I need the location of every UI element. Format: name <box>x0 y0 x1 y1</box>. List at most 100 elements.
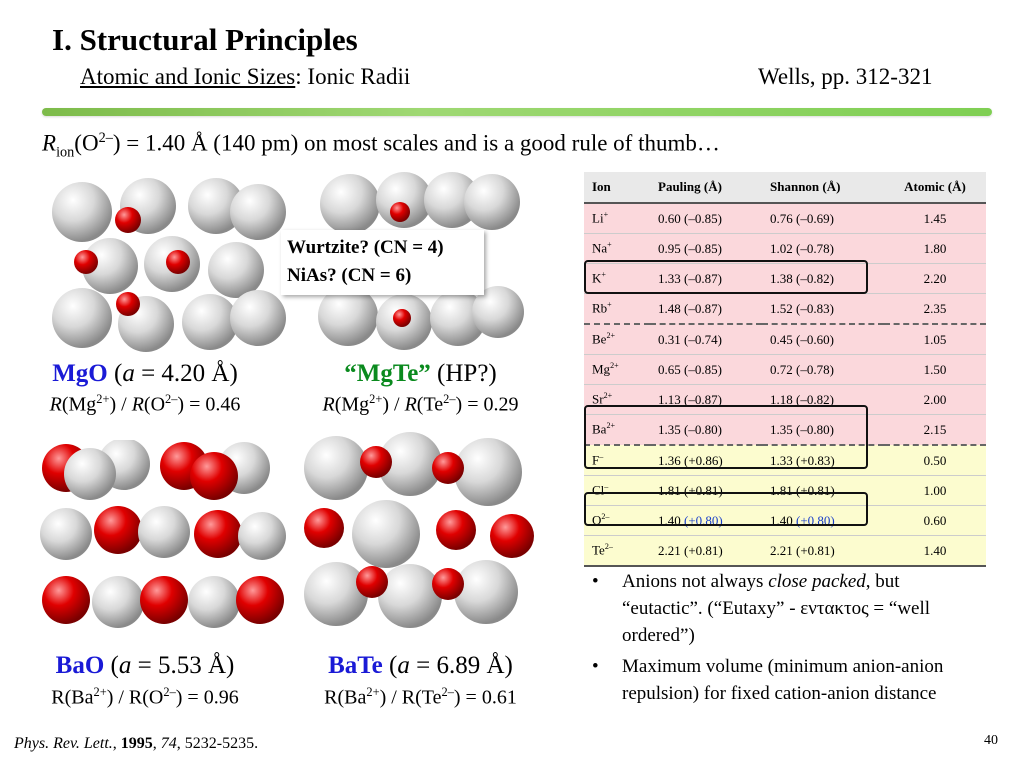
ratio-anion: (O <box>143 393 166 416</box>
atomic-cell: 1.05 <box>884 323 986 355</box>
ratio-cation-charge: 2+ <box>369 392 383 406</box>
mgo-lattice: 4.20 Å <box>161 360 230 387</box>
table-row: F–1.36 (+0.86)1.33 (+0.83)0.50 <box>584 444 986 476</box>
citation-pages: , 5232-5235. <box>176 735 259 752</box>
bullet-dot-icon: • <box>592 656 599 677</box>
atomic-cell: 2.20 <box>884 263 986 294</box>
ionic-radii-table: Ion Pauling (Å) Shannon (Å) Atomic (Å) L… <box>584 172 986 567</box>
citation-year: 1995 <box>120 735 153 752</box>
ratio-cation-charge: 2+ <box>93 685 107 699</box>
bate-ratio: R(Ba2+) / R(Te2–) = 0.61 <box>298 685 543 710</box>
col-header-atomic: Atomic (Å) <box>884 172 986 204</box>
mgte-caption: “MgTe” (HP?) <box>298 360 543 388</box>
mgo-ratio: R(Mg2+) / R(O2–) = 0.46 <box>20 392 270 417</box>
ratio-cation-charge: 2+ <box>96 392 110 406</box>
ratio-anion: (O <box>142 686 164 709</box>
bao-spheres <box>40 440 286 628</box>
structure-callout: Wurtzite? (CN = 4) NiAs? (CN = 6) <box>281 230 484 295</box>
bullet-text: Maximum volume (minimum anion-anion repu… <box>622 656 944 704</box>
ratio-cation: (Ba <box>337 686 367 709</box>
atomic-cell: 2.00 <box>884 384 986 415</box>
table-row: Sr2+1.13 (–0.87)1.18 (–0.82)2.00 <box>584 384 986 415</box>
ion-cell: Rb+ <box>584 293 650 325</box>
slide-title: I. Structural Principles <box>52 22 358 57</box>
table-row: Mg2+0.65 (–0.85)0.72 (–0.78)1.50 <box>584 354 986 385</box>
mgte-formula: MgTe <box>356 360 419 387</box>
pauling-cell: 1.13 (–0.87) <box>650 384 762 415</box>
ratio-divider: ) / <box>379 686 402 709</box>
pauling-cell: 1.40 (+0.80) <box>650 505 762 536</box>
citation-journal: Phys. Rev. Lett. <box>14 735 113 752</box>
bate-lattice: 6.89 Å <box>436 652 505 679</box>
reference: Wells, pp. 312-321 <box>758 64 933 89</box>
ratio-value: ) = 0.96 <box>175 686 239 709</box>
bao-lattice: 5.53 Å <box>157 652 227 679</box>
bullet-item: • Anions not always close packed, but “e… <box>592 568 972 649</box>
ratio-anion: (Te <box>415 686 442 709</box>
table-row: Be2+0.31 (–0.74)0.45 (–0.60)1.05 <box>584 323 986 355</box>
shannon-cell: 1.40 (+0.80) <box>762 505 884 536</box>
shannon-cell: 1.33 (+0.83) <box>762 444 884 476</box>
ion-cell: Li+ <box>584 203 650 234</box>
ion-cell: Cl– <box>584 475 650 506</box>
ion-cell: O2– <box>584 505 650 536</box>
atomic-cell: 2.15 <box>884 414 986 446</box>
ratio-divider: ) / <box>109 393 132 416</box>
col-header-shannon: Shannon (Å) <box>762 172 884 204</box>
mgo-spheres <box>52 178 286 352</box>
callout-line-1: Wurtzite? (CN = 4) <box>287 237 444 258</box>
ratio-r: R <box>324 686 338 709</box>
subtitle-rest: : Ionic Radii <box>295 64 411 89</box>
atomic-cell: 1.40 <box>884 535 986 567</box>
citation-volume: 74 <box>160 735 177 752</box>
callout-line-2: NiAs? (CN = 6) <box>287 265 412 286</box>
citation-footer: Phys. Rev. Lett., 1995, 74, 5232-5235. <box>14 735 258 753</box>
pauling-cell: 1.35 (–0.80) <box>650 414 762 446</box>
ratio-cation: (Mg <box>61 393 97 416</box>
bullet-text: Anions not always <box>622 571 769 592</box>
table-row: O2–1.40 (+0.80)1.40 (+0.80)0.60 <box>584 505 986 536</box>
ratio-r: R <box>322 393 335 416</box>
bate-caption: BaTe (a = 6.89 Å) <box>328 652 513 679</box>
ratio-anion-charge: 2– <box>443 392 456 406</box>
table-header-row: Ion Pauling (Å) Shannon (Å) Atomic (Å) <box>584 172 986 204</box>
bullet-emphasis: close packed <box>768 571 866 592</box>
atomic-cell: 0.50 <box>884 444 986 476</box>
bao-caption: BaO (a = 5.53 Å) <box>55 652 235 679</box>
bullet-item: • Maximum volume (minimum anion-anion re… <box>592 653 972 707</box>
ratio-anion: (Te <box>416 393 444 416</box>
ratio-divider: ) / <box>382 393 405 416</box>
rion-rest: ) = 1.40 Å (140 pm) on most scales and i… <box>112 130 720 156</box>
bao-ratio: R(Ba2+) / R(O2–) = 0.96 <box>20 685 270 710</box>
bullet-text: , but “eutactic”. (“Eutaxy” - εντακτος =… <box>622 571 931 646</box>
mgo-formula: MgO <box>52 360 108 387</box>
shannon-cell: 1.52 (–0.83) <box>762 293 884 325</box>
table-row: Cl–1.81 (+0.81)1.81 (+0.81)1.00 <box>584 475 986 506</box>
ion-cell: Te2– <box>584 535 650 567</box>
shannon-cell: 0.76 (–0.69) <box>762 203 884 234</box>
ratio-anion-charge: 2– <box>163 685 176 699</box>
rion-superscript: 2– <box>98 130 113 146</box>
pauling-cell: 1.81 (+0.81) <box>650 475 762 506</box>
shannon-cell: 0.45 (–0.60) <box>762 323 884 355</box>
bate-formula: BaTe <box>328 652 383 679</box>
bullet-list: • Anions not always close packed, but “e… <box>592 568 972 711</box>
ratio-cation: (Ba <box>64 686 94 709</box>
ratio-anion-charge: 2– <box>441 685 454 699</box>
ratio-r: R <box>49 393 62 416</box>
shannon-cell: 1.35 (–0.80) <box>762 414 884 446</box>
bullet-dot-icon: • <box>592 571 599 592</box>
mgte-ratio: R(Mg2+) / R(Te2–) = 0.29 <box>298 392 543 417</box>
shannon-cell: 2.21 (+0.81) <box>762 535 884 567</box>
title-divider <box>42 108 992 116</box>
bao-crystal-image <box>40 440 286 628</box>
bate-crystal-image <box>304 432 534 628</box>
mgo-crystal-image <box>52 178 286 352</box>
col-header-pauling: Pauling (Å) <box>650 172 762 204</box>
atomic-cell: 0.60 <box>884 505 986 536</box>
ratio-value: ) = 0.29 <box>455 393 519 416</box>
ratio-anion-charge: 2– <box>165 392 178 406</box>
table-row: Ba2+1.35 (–0.80)1.35 (–0.80)2.15 <box>584 414 986 446</box>
mgte-quote-close: ” <box>418 360 431 387</box>
table-row: Rb+1.48 (–0.87)1.52 (–0.83)2.35 <box>584 293 986 325</box>
